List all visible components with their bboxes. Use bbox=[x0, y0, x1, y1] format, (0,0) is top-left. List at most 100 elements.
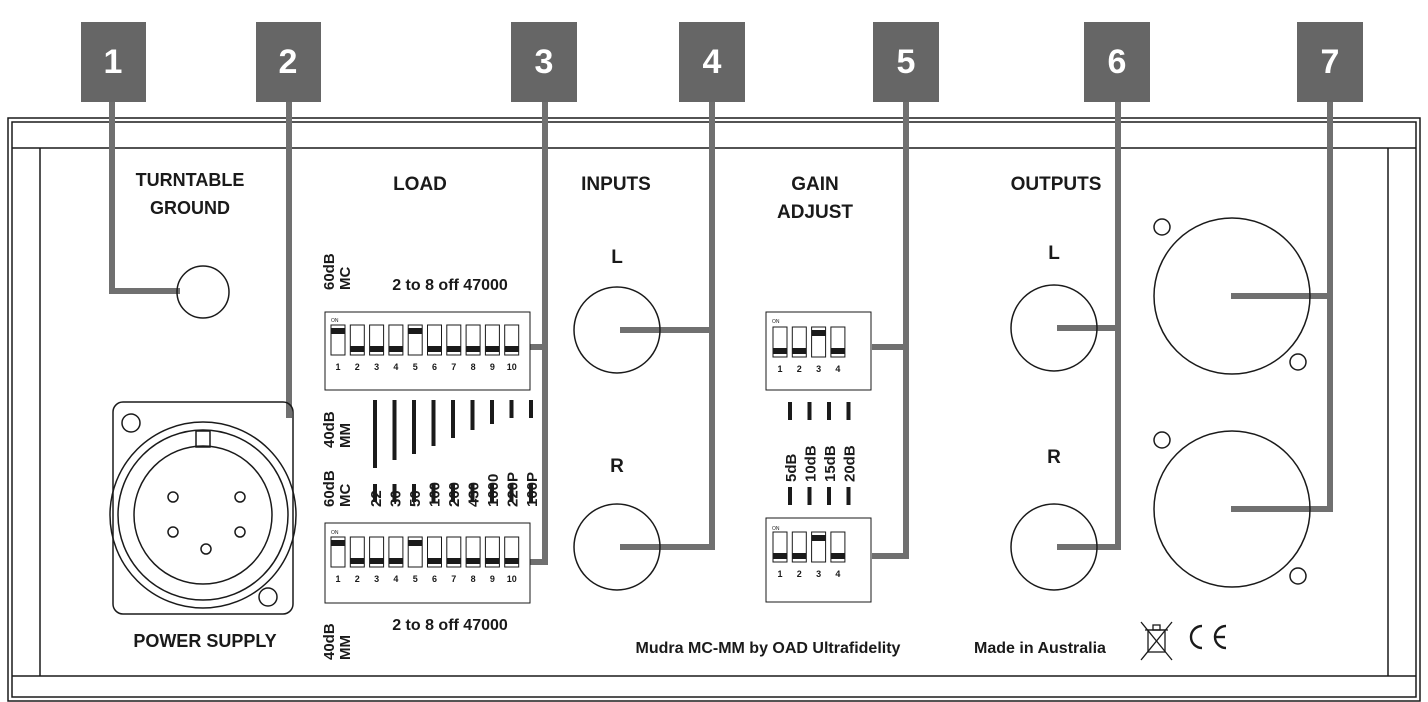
load-top-switch-number: 9 bbox=[490, 362, 495, 372]
load-bottom-switch-number: 1 bbox=[335, 574, 340, 584]
ground-post-icon bbox=[176, 265, 230, 319]
load-bottom-switch: 6 bbox=[427, 536, 442, 584]
gain-top-switch-number: 3 bbox=[816, 364, 821, 374]
load-top-switch-number: 2 bbox=[355, 362, 360, 372]
load-top-mode: 60dB MC bbox=[321, 253, 354, 290]
load-label: LOAD bbox=[393, 174, 447, 195]
load-tick-upper bbox=[470, 400, 475, 430]
load-bottom-switch: 2 bbox=[349, 536, 365, 584]
output-right-label: R bbox=[1047, 447, 1061, 468]
load-bottom-switch: 9 bbox=[484, 536, 500, 584]
badge-2: 2 bbox=[256, 22, 321, 102]
xlr-output-top-icon bbox=[1153, 217, 1311, 375]
svg-text:6: 6 bbox=[1108, 43, 1127, 81]
load-top-switch: 2 bbox=[349, 324, 365, 372]
gain-tick-lower bbox=[807, 487, 812, 505]
load-bottom-switch: 7 bbox=[446, 536, 462, 584]
load-bottom-switch: 3 bbox=[369, 536, 385, 584]
load-tick-upper bbox=[509, 400, 514, 418]
load-bottom-switch: 8 bbox=[465, 536, 481, 584]
gain-bottom-switch: 2 bbox=[791, 531, 807, 579]
load-top-switch: 10 bbox=[504, 324, 520, 372]
load-tick-lower bbox=[529, 484, 533, 502]
load-tick-upper bbox=[373, 400, 377, 468]
svg-text:2: 2 bbox=[279, 43, 298, 81]
badge-7: 7 bbox=[1297, 22, 1363, 102]
weee-bin-icon bbox=[1140, 621, 1173, 661]
leader-3 bbox=[530, 78, 548, 565]
ce-mark-icon bbox=[1189, 624, 1227, 650]
load-mid-mode-mc: 60dB MC bbox=[321, 470, 354, 507]
svg-text:40dB: 40dB bbox=[321, 411, 338, 448]
gain-bottom-switch-number: 3 bbox=[816, 569, 821, 579]
load-top-switch-number: 8 bbox=[471, 362, 476, 372]
input-right-jack-icon bbox=[573, 503, 661, 591]
svg-text:40dB: 40dB bbox=[321, 623, 338, 660]
load-bottom-switch-number: 5 bbox=[413, 574, 418, 584]
section-labels: TURNTABLE GROUND LOAD INPUTS GAIN ADJUST… bbox=[133, 170, 1106, 657]
callout-badges: 1 2 3 4 5 6 7 bbox=[81, 22, 1363, 102]
svg-text:5: 5 bbox=[897, 43, 916, 81]
gain-tick-lower bbox=[846, 487, 851, 505]
leader-5 bbox=[872, 78, 909, 559]
svg-text:7: 7 bbox=[1321, 43, 1340, 81]
load-bottom-switch: 5 bbox=[407, 536, 423, 584]
turntable-label-1: TURNTABLE bbox=[136, 170, 245, 190]
svg-text:MM: MM bbox=[337, 423, 354, 448]
gain-tick-lower bbox=[788, 487, 792, 505]
load-top-switch: 1 bbox=[330, 324, 346, 372]
gain-top-switch-number: 4 bbox=[835, 364, 840, 374]
output-left-jack-icon bbox=[1010, 284, 1098, 372]
load-tick-lower bbox=[470, 484, 475, 502]
gain-tick-lower bbox=[827, 487, 831, 505]
power-supply-label: POWER SUPPLY bbox=[133, 631, 276, 651]
made-in-label: Made in Australia bbox=[974, 640, 1106, 657]
load-top-switch-number: 3 bbox=[374, 362, 379, 372]
brand-label: Mudra MC-MM by OAD Ultrafidelity bbox=[636, 640, 901, 657]
gain-top-switch: 4 bbox=[830, 326, 846, 374]
outputs-label: OUTPUTS bbox=[1011, 174, 1102, 195]
gain-tick-upper bbox=[846, 402, 851, 420]
svg-text:ON: ON bbox=[772, 319, 780, 325]
load-top-note: 2 to 8 off 47000 bbox=[392, 277, 508, 294]
load-top-switch: 3 bbox=[369, 324, 385, 372]
svg-text:4: 4 bbox=[703, 43, 722, 81]
badge-6: 6 bbox=[1084, 22, 1150, 102]
load-tick-lower bbox=[412, 484, 416, 502]
svg-text:MC: MC bbox=[337, 484, 354, 507]
leader-lines bbox=[109, 78, 1333, 565]
load-tick-upper bbox=[490, 400, 494, 424]
load-bottom-switch-number: 6 bbox=[432, 574, 437, 584]
badge-5: 5 bbox=[873, 22, 939, 102]
gain-bottom-switch: 1 bbox=[772, 531, 788, 579]
badge-1: 1 bbox=[81, 22, 146, 102]
load-top-switch-number: 7 bbox=[451, 362, 456, 372]
load-top-switch-number: 4 bbox=[393, 362, 398, 372]
inputs-label: INPUTS bbox=[581, 174, 651, 195]
svg-text:MC: MC bbox=[337, 267, 354, 290]
load-tick-upper bbox=[392, 400, 397, 460]
xlr-output-bottom-icon bbox=[1153, 430, 1311, 588]
turntable-label-2: GROUND bbox=[150, 198, 230, 218]
gain-label-1: GAIN bbox=[791, 174, 839, 195]
load-bottom-mode: 40dB MM bbox=[321, 623, 354, 660]
leader-1 bbox=[109, 78, 180, 294]
load-top-switch: 7 bbox=[446, 324, 462, 372]
leader-4 bbox=[620, 78, 715, 550]
load-annotations: 60dB MC 2 to 8 off 47000 40dB MM 60dB MC… bbox=[321, 253, 508, 660]
gain-bottom-switch: 4 bbox=[830, 531, 846, 579]
badge-4: 4 bbox=[679, 22, 745, 102]
load-top-switch-number: 5 bbox=[413, 362, 418, 372]
gain-ticks bbox=[788, 402, 851, 505]
load-bottom-switch-number: 7 bbox=[451, 574, 456, 584]
load-tick-upper bbox=[451, 400, 455, 438]
gain-bottom-switch-number: 4 bbox=[835, 569, 840, 579]
load-tick-lower bbox=[490, 484, 494, 502]
svg-text:60dB: 60dB bbox=[321, 253, 338, 290]
load-bottom-switch-number: 3 bbox=[374, 574, 379, 584]
